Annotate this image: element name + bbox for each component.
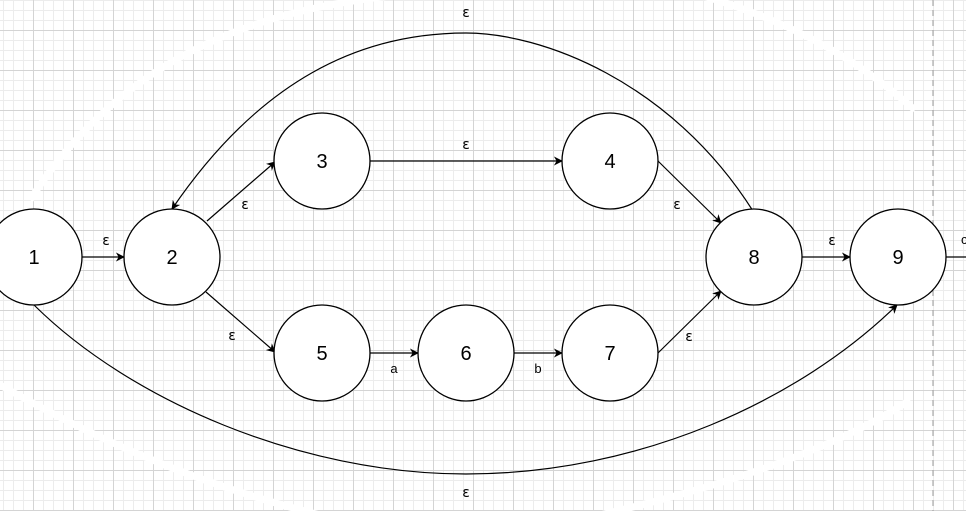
state-label: 8: [748, 247, 759, 269]
edge-label-3-4: ε: [462, 137, 470, 153]
edge-label-1-2: ε: [102, 233, 110, 249]
state-8[interactable]: 8: [705, 208, 803, 306]
state-label: 6: [460, 343, 471, 365]
ghost-arc: [704, 0, 918, 113]
edge-label-8-2: ε: [462, 5, 470, 21]
state-9[interactable]: 9: [849, 208, 947, 306]
state-4[interactable]: 4: [561, 112, 659, 210]
edge-label-5-6: a: [390, 361, 398, 376]
edge-label-2-5: ε: [228, 328, 236, 344]
state-label: 1: [28, 247, 39, 269]
state-7[interactable]: 7: [561, 304, 659, 402]
edge-label-7-8: ε: [685, 329, 693, 345]
edge-2-3[interactable]: [206, 161, 276, 222]
edge-label-2-3: ε: [241, 197, 249, 213]
edge-label-4-8: ε: [673, 197, 681, 213]
ghost-arc: [601, 397, 912, 511]
edge-label-1-9: ε: [462, 485, 470, 501]
edge-label-6-7: b: [534, 361, 541, 376]
edge-2-5[interactable]: [205, 291, 276, 353]
ghost-arc: [27, 0, 387, 202]
edge-4-8[interactable]: [657, 160, 722, 224]
state-6[interactable]: 6: [417, 304, 515, 402]
ghost-arc: [0, 381, 319, 511]
edge-label-out: c: [961, 232, 966, 247]
state-5[interactable]: 5: [273, 304, 371, 402]
state-label: 9: [892, 247, 903, 269]
state-label: 4: [604, 151, 615, 173]
state-label: 7: [604, 343, 615, 365]
state-2[interactable]: 2: [123, 208, 221, 306]
state-1[interactable]: 1: [0, 208, 83, 306]
edge-8-2[interactable]: [171, 32, 754, 212]
state-label: 3: [316, 151, 327, 173]
state-3[interactable]: 3: [273, 112, 371, 210]
edge-7-8[interactable]: [657, 290, 722, 354]
state-label: 5: [316, 343, 327, 365]
state-label: 2: [166, 247, 177, 269]
edge-1-9[interactable]: [33, 304, 898, 475]
edge-label-8-9: ε: [828, 233, 836, 249]
